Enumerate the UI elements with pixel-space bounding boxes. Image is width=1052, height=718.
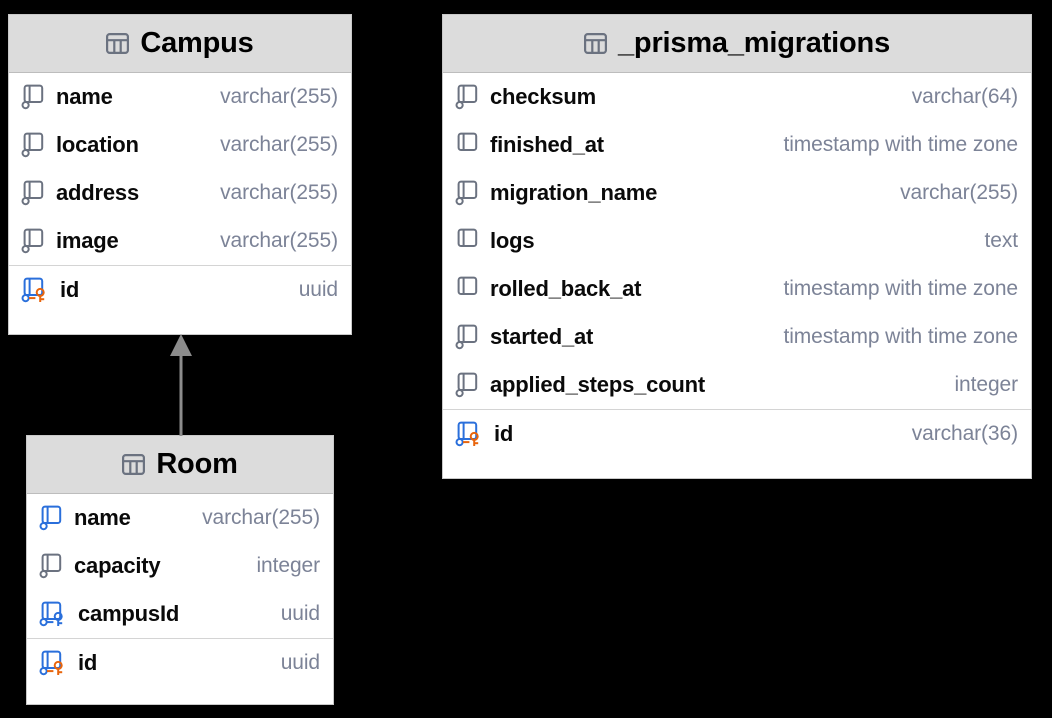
table-card-room[interactable]: Room name varchar(255) capacity integer campu… xyxy=(26,435,334,705)
column-row[interactable]: id varchar(36) xyxy=(443,409,1031,457)
column-type: integer xyxy=(256,554,320,577)
column-type: varchar(64) xyxy=(911,85,1018,108)
column-name: location xyxy=(56,132,139,157)
table-title: Campus xyxy=(140,27,254,59)
column-nullable-icon xyxy=(455,276,481,302)
column-row[interactable]: name varchar(255) xyxy=(27,494,333,542)
column-icon xyxy=(21,132,47,158)
column-type: varchar(36) xyxy=(911,421,1018,445)
column-icon xyxy=(39,553,65,579)
column-nullable-icon xyxy=(455,228,481,254)
column-row[interactable]: migration_name varchar(255) xyxy=(443,169,1031,217)
column-icon xyxy=(21,180,47,206)
table-header[interactable]: _prisma_migrations xyxy=(443,15,1031,73)
column-type: timestamp with time zone xyxy=(783,277,1018,300)
column-type: uuid xyxy=(280,602,320,625)
column-name: campusId xyxy=(78,601,180,626)
column-row[interactable]: checksum varchar(64) xyxy=(443,73,1031,121)
column-name: finished_at xyxy=(490,132,604,157)
column-name: applied_steps_count xyxy=(490,372,706,397)
column-list: checksum varchar(64) finished_at timestamp … xyxy=(443,73,1031,457)
column-row[interactable]: location varchar(255) xyxy=(9,121,351,169)
table-grid-icon xyxy=(584,33,607,54)
column-icon xyxy=(455,180,481,206)
column-icon xyxy=(21,228,47,254)
table-grid-icon xyxy=(106,33,130,54)
column-indexed-icon xyxy=(39,505,65,531)
column-row[interactable]: id uuid xyxy=(27,638,333,686)
column-row[interactable]: started_at timestamp with time zone xyxy=(443,313,1031,361)
column-icon xyxy=(455,324,481,350)
column-primary-key-icon xyxy=(21,277,55,303)
table-title: Room xyxy=(156,448,238,480)
column-type: uuid xyxy=(298,277,338,301)
table-header[interactable]: Room xyxy=(27,436,333,494)
table-title: _prisma_migrations xyxy=(618,27,890,59)
column-type: varchar(255) xyxy=(220,181,338,204)
relation-connector[interactable] xyxy=(170,334,192,436)
column-type: uuid xyxy=(280,650,320,674)
column-row[interactable]: address varchar(255) xyxy=(9,169,351,217)
column-name: migration_name xyxy=(490,180,658,205)
column-row[interactable]: campusId uuid xyxy=(27,590,333,638)
column-row[interactable]: applied_steps_count integer xyxy=(443,361,1031,409)
column-name: name xyxy=(56,84,113,109)
table-grid-icon xyxy=(122,454,146,475)
column-type: varchar(255) xyxy=(220,229,338,252)
table-card-prisma_migrations[interactable]: _prisma_migrations checksum varchar(64) fin… xyxy=(442,14,1032,479)
column-icon xyxy=(455,84,481,110)
column-type: varchar(255) xyxy=(220,133,338,156)
column-icon xyxy=(455,372,481,398)
column-type: text xyxy=(984,229,1019,252)
column-name: started_at xyxy=(490,324,594,349)
column-row[interactable]: name varchar(255) xyxy=(9,73,351,121)
table-card-campus[interactable]: Campus name varchar(255) location varchar(25… xyxy=(8,14,352,335)
column-name: capacity xyxy=(74,553,161,578)
column-name: id xyxy=(78,649,98,675)
column-icon xyxy=(21,84,47,110)
table-header[interactable]: Campus xyxy=(9,15,351,73)
column-row[interactable]: finished_at timestamp with time zone xyxy=(443,121,1031,169)
column-primary-key-icon xyxy=(39,650,73,676)
column-row[interactable]: logs text xyxy=(443,217,1031,265)
column-row[interactable]: capacity integer xyxy=(27,542,333,590)
column-primary-key-icon xyxy=(455,421,489,447)
column-list: name varchar(255) capacity integer campusId u… xyxy=(27,494,333,686)
column-row[interactable]: rolled_back_at timestamp with time zone xyxy=(443,265,1031,313)
column-type: timestamp with time zone xyxy=(783,133,1018,156)
column-row[interactable]: image varchar(255) xyxy=(9,217,351,265)
column-type: varchar(255) xyxy=(900,181,1018,204)
column-name: image xyxy=(56,228,119,253)
column-type: varchar(255) xyxy=(202,506,320,529)
column-foreign-key-icon xyxy=(39,601,73,627)
column-nullable-icon xyxy=(455,132,481,158)
column-type: integer xyxy=(954,373,1018,396)
column-name: checksum xyxy=(490,84,597,109)
column-type: varchar(255) xyxy=(220,85,338,108)
column-name: id xyxy=(494,420,514,446)
column-name: name xyxy=(74,505,131,530)
column-name: logs xyxy=(490,228,535,253)
column-name: rolled_back_at xyxy=(490,276,642,301)
column-row[interactable]: id uuid xyxy=(9,265,351,313)
column-type: timestamp with time zone xyxy=(783,325,1018,348)
column-name: address xyxy=(56,180,139,205)
column-name: id xyxy=(60,276,80,302)
